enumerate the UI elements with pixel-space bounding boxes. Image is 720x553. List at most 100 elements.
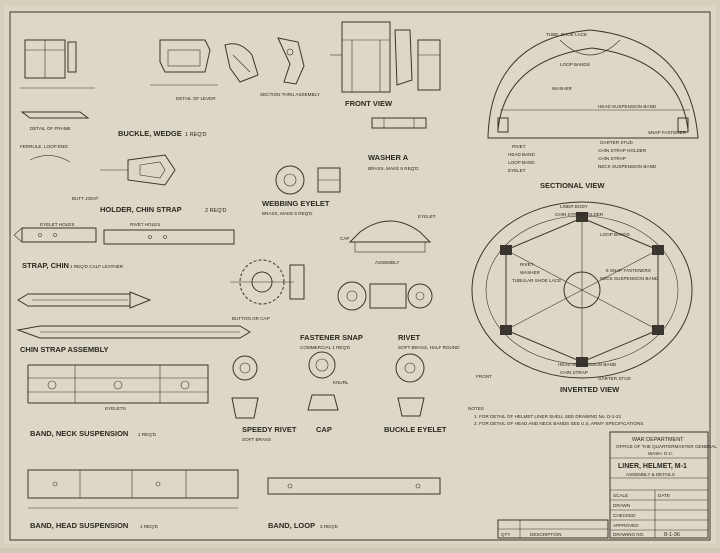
svg-text:1. FOR DETAIL OF HELMET LINER: 1. FOR DETAIL OF HELMET LINER SHELL SEE …: [474, 414, 622, 419]
svg-text:ASSEMBLY: ASSEMBLY: [375, 260, 399, 265]
svg-text:GARTER STUD: GARTER STUD: [598, 376, 632, 381]
scalloped-washer: BUTTON OR CAP: [230, 259, 305, 321]
svg-text:APPROVED: APPROVED: [613, 523, 639, 528]
buckle-wedge-qty: 1 REQ'D: [185, 132, 207, 138]
svg-text:NOTES: NOTES: [468, 406, 484, 411]
lever-detail: DETAIL OF LEVER: [150, 39, 218, 101]
svg-text:TUBULAR SHOE LACE: TUBULAR SHOE LACE: [512, 278, 561, 283]
svg-text:6 SNAP FASTENERS: 6 SNAP FASTENERS: [606, 268, 651, 273]
front-view: FRONT VIEW: [330, 21, 413, 108]
svg-text:EYELET: EYELET: [418, 214, 436, 219]
svg-text:WASHER: WASHER: [552, 86, 573, 91]
svg-text:TUBE, SHOE LACE: TUBE, SHOE LACE: [546, 32, 587, 37]
title-block: WAR DEPARTMENT OFFICE OF THE QUARTERMAST…: [609, 431, 717, 539]
svg-text:LOOP BANDS: LOOP BANDS: [560, 62, 590, 67]
svg-text:DRAWING NO.: DRAWING NO.: [613, 532, 644, 537]
buckle-wedge: BUCKLE, WEDGE 1 REQ'D: [118, 43, 259, 138]
drawing-number: 8-1-36: [664, 532, 680, 538]
band-loop-qty: 3 REQ'D: [320, 524, 339, 529]
parts-list-strip: QTY DESCRIPTION: [497, 519, 609, 539]
chin-strap-assembly-title: CHIN STRAP ASSEMBLY: [20, 345, 109, 354]
svg-text:EYELET HOLES: EYELET HOLES: [40, 222, 74, 227]
holder-qty: 2 REQ'D: [205, 208, 227, 214]
rivet-title: RIVET: [398, 333, 421, 342]
svg-text:CAP: CAP: [340, 236, 349, 241]
svg-text:GARTER STUD: GARTER STUD: [600, 140, 634, 145]
webbing-eyelet-title: WEBBING EYELET: [262, 199, 330, 208]
strap-chin: EYELET HOLES RIVET HOLES STRAP, CHIN 1 R…: [13, 222, 235, 270]
svg-text:DESCRIPTION: DESCRIPTION: [530, 532, 561, 537]
section-thru-assembly-label: SECTION THRU ASSEMBLY: [260, 92, 320, 97]
sheet-border: [9, 11, 711, 541]
band-neck-suspension-title: BAND, NECK SUSPENSION: [30, 429, 128, 438]
loop-band: BAND, LOOP 3 REQ'D: [267, 477, 441, 530]
washer-a-note: BRASS, MAKE 5 REQ'D: [368, 166, 419, 171]
svg-text:FRONT: FRONT: [476, 374, 492, 379]
svg-text:CHIN STRAP: CHIN STRAP: [560, 370, 588, 375]
holder-chin-strap-title: HOLDER, CHIN STRAP: [100, 205, 182, 214]
frame-detail: DETAIL OF FRAME: [20, 39, 95, 131]
svg-text:RIVET: RIVET: [520, 262, 534, 267]
svg-text:QTY: QTY: [501, 532, 510, 537]
detail-of-frame-label: DETAIL OF FRAME: [30, 126, 71, 131]
strap-chin-note: 1 REQ'D CALF LEATHER: [70, 264, 124, 269]
svg-text:EYELET: EYELET: [508, 168, 526, 173]
svg-text:DATE: DATE: [658, 493, 670, 498]
title-office: OFFICE OF THE QUARTERMASTER GENERAL: [616, 444, 717, 449]
svg-text:LINER BODY: LINER BODY: [560, 204, 588, 209]
holder-chin-strap: FERRULE, LOOP END BUTT JOINT HOLDER, CHI…: [20, 144, 227, 214]
svg-text:2. FOR DETAIL OF HEAD AND NECK: 2. FOR DETAIL OF HEAD AND NECK BANDS SEE…: [474, 421, 643, 426]
rivet-note: SOFT BRASS, HALF ROUND: [398, 345, 460, 350]
svg-text:NECK SUSPENSION BAND: NECK SUSPENSION BAND: [598, 164, 657, 169]
svg-text:WASHER: WASHER: [520, 270, 541, 275]
fastener-snap-note: COMMERCIAL 1 REQ'D: [300, 345, 351, 350]
sectional-view: TUBE, SHOE LACE LOOP BANDS WASHER HEAD S…: [487, 29, 699, 190]
svg-text:LOOP BANDS: LOOP BANDS: [600, 232, 630, 237]
webbing-eyelet: WEBBING EYELET BRASS, MAKE 5 REQ'D: [262, 165, 341, 216]
webbing-eyelet-note: BRASS, MAKE 5 REQ'D: [262, 211, 313, 216]
rivet-parts: KNURL SPEEDY RIVET SOFT BRASS CAP BUCKLE…: [231, 351, 447, 442]
svg-text:BUTT JOINT: BUTT JOINT: [72, 196, 99, 201]
washer-a: WASHER A BRASS, MAKE 5 REQ'D: [368, 39, 441, 171]
band-neck-qty: 1 REQ'D: [138, 432, 157, 437]
snap-assembly: EYELET CAP ASSEMBLY: [340, 214, 436, 265]
fastener-snap-title: FASTENER SNAP: [300, 333, 363, 342]
title-department: WAR DEPARTMENT: [632, 437, 684, 443]
band-loop-title: BAND, LOOP: [268, 521, 315, 530]
title-main: LINER, HELMET, M-1: [618, 463, 687, 470]
svg-text:KNURL: KNURL: [333, 380, 349, 385]
svg-text:CHECKED: CHECKED: [613, 513, 636, 518]
strap-chin-title: STRAP, CHIN: [22, 261, 69, 270]
svg-text:SNAP FASTENER: SNAP FASTENER: [648, 130, 687, 135]
svg-text:RIVET HOLES: RIVET HOLES: [130, 222, 160, 227]
svg-text:DRAWN: DRAWN: [613, 503, 630, 508]
inverted-view-title: INVERTED VIEW: [560, 385, 620, 394]
detail-of-lever-label: DETAIL OF LEVER: [176, 96, 216, 101]
svg-text:HEAD SUSPENSION BAND: HEAD SUSPENSION BAND: [558, 362, 617, 367]
svg-text:CHIN STRAP HOLDER: CHIN STRAP HOLDER: [598, 148, 647, 153]
svg-text:BUTTON OR CAP: BUTTON OR CAP: [232, 316, 270, 321]
svg-text:CHIN STRAP HOLDER: CHIN STRAP HOLDER: [555, 212, 604, 217]
svg-text:EYELETS: EYELETS: [105, 406, 126, 411]
title-city: WASH. D.C.: [648, 451, 673, 456]
svg-text:FERRULE, LOOP END: FERRULE, LOOP END: [20, 144, 68, 149]
band-head-qty: 1 REQ'D: [140, 524, 159, 529]
band-head-suspension-title: BAND, HEAD SUSPENSION: [30, 521, 128, 530]
svg-text:LOOP BAND: LOOP BAND: [508, 160, 535, 165]
chin-strap-assembly: CHIN STRAP ASSEMBLY EYELETS BAND, NECK S…: [20, 345, 209, 438]
svg-text:CHIN STRAP: CHIN STRAP: [598, 156, 626, 161]
head-suspension-band: BAND, HEAD SUSPENSION 1 REQ'D: [27, 469, 239, 530]
title-subtitle: ASSEMBLY & DETAILS: [626, 472, 675, 477]
cap-title: CAP: [316, 425, 332, 434]
speedy-rivet-title: SPEEDY RIVET: [242, 425, 297, 434]
fastener-snap: FASTENER SNAP COMMERCIAL 1 REQ'D RIVET S…: [300, 281, 460, 350]
strap-wedge: [16, 291, 251, 339]
inverted-view: LINER BODY CHIN STRAP HOLDER LOOP BANDS …: [471, 201, 693, 394]
svg-text:NECK SUSPENSION BAND: NECK SUSPENSION BAND: [600, 276, 659, 281]
speedy-rivet-note: SOFT BRASS: [242, 437, 271, 442]
svg-text:SCALE: SCALE: [613, 493, 628, 498]
svg-text:HEAD BAND: HEAD BAND: [508, 152, 535, 157]
buckle-wedge-title: BUCKLE, WEDGE: [118, 129, 182, 138]
